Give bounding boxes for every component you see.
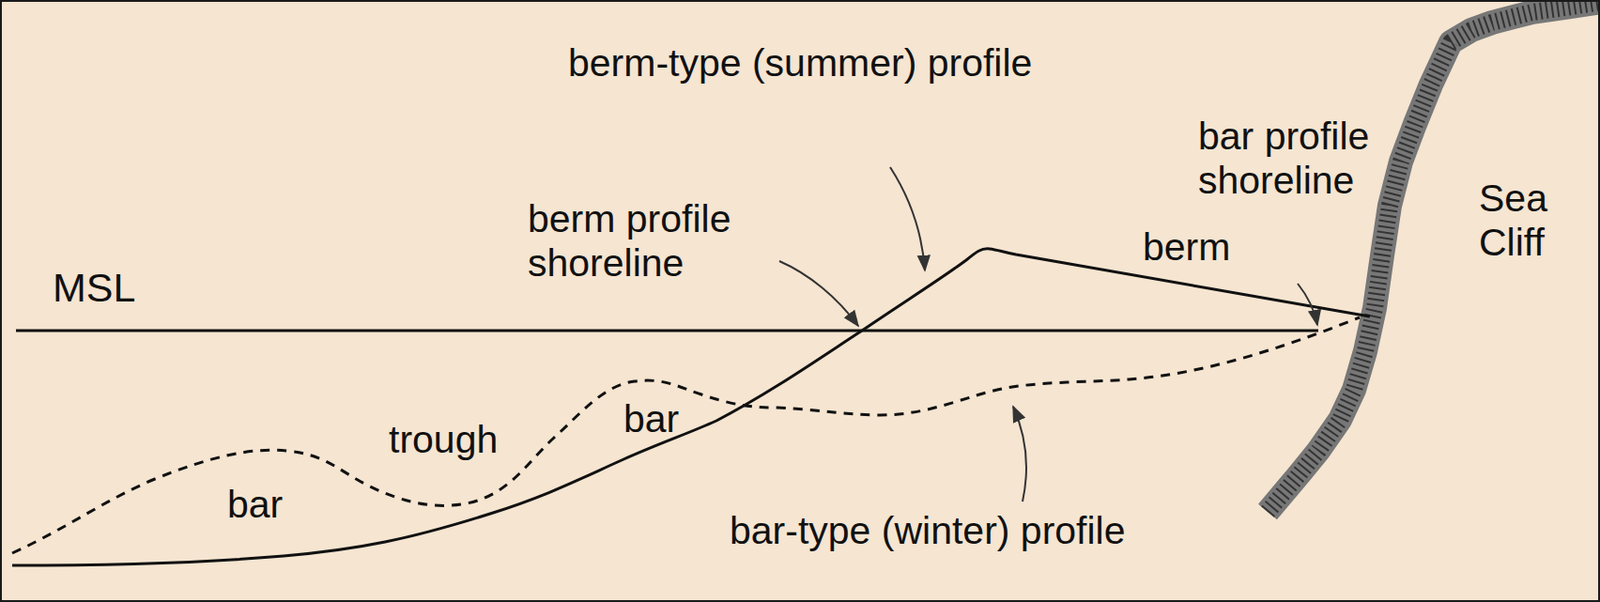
berm-label: berm xyxy=(1142,225,1275,270)
winter-profile xyxy=(12,317,1360,554)
profile-label: berm-type (summer) profile xyxy=(568,41,1188,86)
profile-label: bar-type (winter) profile xyxy=(729,508,1312,554)
msl-line xyxy=(15,329,1319,333)
bar-label: bar xyxy=(623,397,708,442)
cliff-label: Sea Cliff xyxy=(1478,176,1585,265)
summer-profile xyxy=(12,248,1370,566)
sea-cliff xyxy=(1267,1,1600,512)
trough-label: trough xyxy=(388,417,530,462)
leader-line xyxy=(779,261,859,326)
shoreline-label: bar profile shoreline xyxy=(1198,114,1419,203)
bar-label: bar xyxy=(227,482,312,527)
leader-line xyxy=(1297,283,1318,325)
shoreline-label: berm profile shoreline xyxy=(527,197,774,286)
msl-label: MSL xyxy=(52,264,185,311)
leader-line xyxy=(890,167,925,271)
sea-cliff-texture xyxy=(1267,1,1600,512)
leader-line xyxy=(1013,406,1027,502)
